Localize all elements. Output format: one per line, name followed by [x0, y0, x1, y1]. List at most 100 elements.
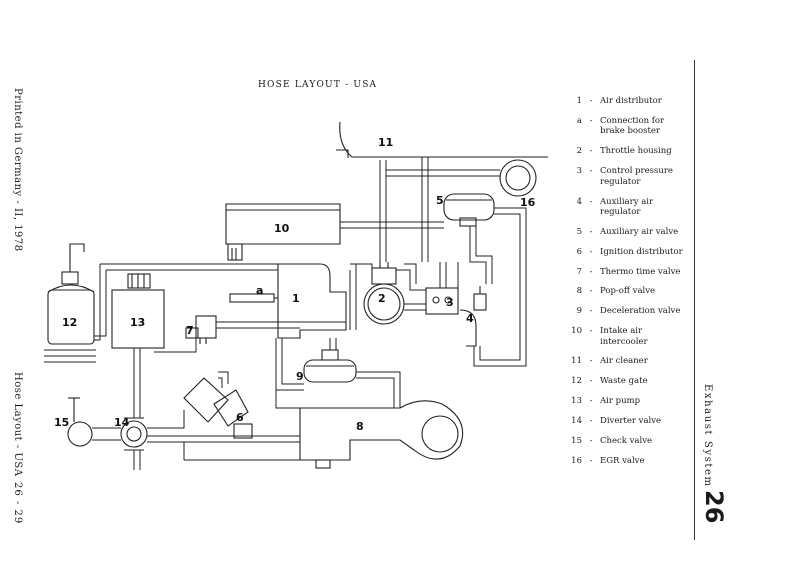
legend-dash: - — [589, 455, 593, 466]
legend-dash: - — [589, 115, 593, 126]
legend-item: 3-Control pressure regulator — [560, 166, 690, 187]
legend-dash: - — [589, 246, 593, 257]
legend-item: 8-Pop-off valve — [560, 286, 690, 297]
legend-item: 16-EGR valve — [560, 456, 690, 467]
margin-rule — [694, 60, 695, 540]
label-10: 10 — [274, 222, 290, 235]
label-2: 2 — [378, 292, 386, 305]
intake-air-intercooler — [225, 203, 341, 261]
legend-text: Deceleration valve — [600, 306, 681, 317]
label-4: 4 — [466, 312, 474, 325]
legend-dash: - — [589, 376, 593, 387]
legend-text: Throttle housing — [600, 146, 672, 157]
legend-dash: - — [589, 226, 593, 237]
legend-item: 6-Ignition distributor — [560, 247, 690, 258]
legend-number: 13 — [571, 396, 582, 407]
legend-item: 7-Thermo time valve — [560, 267, 690, 278]
label-11: 11 — [378, 136, 393, 149]
pop-off-valve — [299, 400, 464, 469]
legend-dash: - — [589, 326, 593, 336]
page-number: 26 - 29 — [12, 482, 23, 525]
label-12: 12 — [62, 316, 77, 329]
legend-text: Air distributor — [600, 96, 662, 106]
legend-item: 4-Auxiliary air regulator — [560, 197, 690, 218]
legend-dash: - — [589, 266, 593, 277]
chapter-title: Exhaust System — [702, 384, 713, 488]
label-a: a — [256, 284, 263, 297]
legend-number: a — [576, 115, 582, 126]
legend-number: 11 — [571, 356, 582, 367]
legend-text: Ignition distributor — [600, 246, 683, 257]
legend-text: Thermo time valve — [600, 266, 681, 277]
label-3: 3 — [446, 296, 454, 309]
legend-item: 9-Deceleration valve — [560, 306, 690, 317]
legend-number: 6 — [576, 246, 582, 257]
legend-item: a-Connection for brake booster — [560, 116, 690, 137]
legend-text: Auxiliary air regulator — [600, 196, 654, 218]
page-title: HOSE LAYOUT - USA — [258, 80, 378, 90]
legend-text: Auxiliary air valve — [600, 226, 679, 237]
legend-number: 16 — [571, 455, 582, 466]
label-7: 7 — [186, 324, 194, 337]
hose-lines — [92, 157, 527, 470]
deceleration-valve — [303, 349, 357, 383]
legend-number: 4 — [576, 196, 582, 207]
thermo-time-valve — [185, 315, 217, 344]
label-15: 15 — [54, 416, 69, 429]
label-14: 14 — [114, 416, 130, 429]
label-5: 5 — [436, 194, 444, 207]
legend-dash: - — [589, 196, 593, 207]
legend-text: Air cleaner — [600, 356, 648, 367]
legend-number: 10 — [571, 326, 582, 336]
legend-dash: - — [589, 356, 593, 367]
legend-item: 14-Diverter valve — [560, 416, 690, 427]
legend-text: Intake air intercooler — [600, 326, 648, 347]
section-title: Hose Layout - USA — [12, 372, 23, 477]
air-pump — [111, 273, 165, 349]
legend-text: Waste gate — [600, 376, 648, 387]
legend-text: Diverter valve — [600, 415, 662, 426]
egr-valve — [499, 159, 537, 197]
legend-text: Check valve — [600, 435, 653, 446]
legend-item: 13-Air pump — [560, 396, 690, 407]
legend-item: 11-Air cleaner — [560, 356, 690, 367]
legend-text: Control pressure regulator — [600, 166, 673, 187]
legend-dash: - — [589, 166, 593, 177]
legend-number: 2 — [576, 146, 582, 157]
air-distributor — [229, 263, 347, 339]
legend-number: 1 — [576, 96, 582, 106]
legend-dash: - — [589, 306, 593, 317]
label-1: 1 — [292, 292, 300, 305]
legend-number: 9 — [576, 306, 582, 317]
auxiliary-air-regulator — [459, 286, 487, 347]
legend-item: 12-Waste gate — [560, 376, 690, 387]
legend-item: 10-Intake air intercooler — [560, 326, 690, 347]
legend-item: 5-Auxiliary air valve — [560, 227, 690, 238]
legend-dash: - — [589, 415, 593, 426]
label-16: 16 — [520, 196, 536, 209]
waste-gate — [44, 243, 96, 363]
printed-note: Printed in Germany - II, 1978 — [12, 88, 23, 252]
legend-number: 8 — [576, 286, 582, 297]
label-8: 8 — [356, 420, 364, 433]
control-pressure-regulator — [425, 287, 459, 315]
label-9: 9 — [296, 370, 304, 383]
air-cleaner — [336, 121, 548, 158]
legend-item: 2-Throttle housing — [560, 146, 690, 157]
legend-text: Air pump — [600, 396, 641, 407]
legend-number: 14 — [571, 415, 582, 426]
label-6: 6 — [236, 411, 244, 424]
legend-number: 15 — [571, 435, 582, 446]
auxiliary-air-valve — [443, 193, 495, 227]
legend-number: 5 — [576, 226, 582, 237]
legend-text: EGR valve — [600, 455, 645, 466]
legend-text: Pop-off valve — [600, 286, 656, 297]
chapter-number: 26 — [700, 490, 728, 524]
ignition-distributor — [183, 377, 253, 439]
legend-dash: - — [589, 146, 593, 157]
legend-item: 15-Check valve — [560, 436, 690, 447]
legend-number: 7 — [576, 266, 582, 277]
legend-dash: - — [589, 435, 593, 446]
legend-text: Connection for brake booster — [600, 115, 665, 137]
